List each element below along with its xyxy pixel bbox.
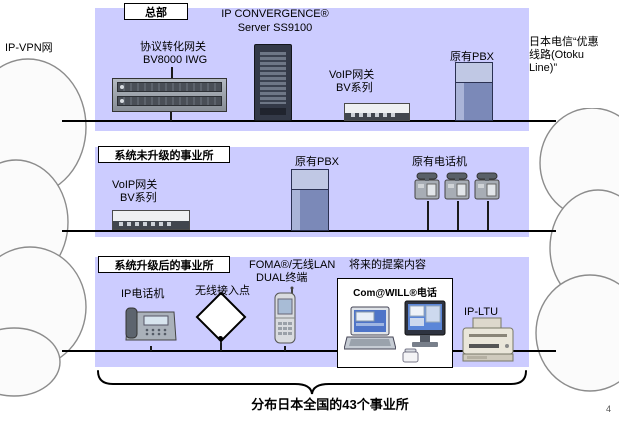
ip-phone-label: IP电话机: [121, 288, 165, 300]
hq-pbx-label: 原有PBX: [450, 51, 495, 63]
upgraded-network-line: [62, 350, 556, 352]
foma-dual-handset-icon: [274, 286, 296, 344]
legacy-voip-label-line1: VoIP网关: [112, 179, 158, 191]
legacy-pbx-cabinet-icon: [291, 169, 329, 231]
iwg-rack-server-icon: [112, 78, 227, 112]
hq-voip-label-line2: BV系列: [336, 82, 373, 94]
iwg-label-line1: 协议转化网关: [140, 41, 206, 53]
comwill-proposal-box: Com@WILL®电话: [337, 278, 453, 368]
legacy-office-title-box: 系统未升级的事业所: [98, 146, 230, 163]
ip-phone-icon: [125, 307, 177, 341]
hq-title-box: 总部: [124, 3, 188, 20]
upgraded-office-title-box: 系统升级后的事业所: [98, 256, 230, 273]
phone-connector-line: [487, 201, 489, 230]
hq-voip-gateway-icon: [344, 103, 410, 121]
wireless-ap-dot-icon: [218, 336, 223, 341]
phone-connector-line: [457, 201, 459, 230]
legacy-phones-label: 原有电话机: [412, 156, 467, 168]
otoku-line-cloud: [535, 108, 619, 392]
brace-icon: [97, 370, 527, 395]
comwill-label: Com@WILL®电话: [353, 288, 437, 299]
ip-phone-connector-line: [150, 346, 152, 351]
hq-network-line: [62, 120, 556, 122]
iwg-connector-line: [171, 67, 173, 78]
iwg-label-line2: BV8000 IWG: [143, 54, 208, 66]
foma-connector-line: [284, 346, 286, 351]
ip-vpn-label: IP-VPN网: [5, 42, 53, 54]
hq-voip-label-line1: VoIP网关: [329, 69, 375, 81]
legacy-network-line: [62, 230, 556, 232]
ip-ltu-label: IP-LTU: [464, 306, 499, 318]
legacy-voip-label-line2: BV系列: [120, 192, 157, 204]
foma-label-line2: DUAL终端: [256, 272, 308, 284]
ap-connector-line: [220, 341, 222, 351]
footer-caption: 分布日本全国的43个事业所: [251, 397, 409, 412]
ip-vpn-cloud: [0, 58, 87, 397]
legacy-pbx-label: 原有PBX: [295, 156, 340, 168]
analog-phone-icon: [414, 172, 440, 200]
server-name-line1: IP CONVERGENCE®: [221, 8, 329, 20]
legacy-voip-gateway-icon: [112, 210, 190, 230]
analog-phone-icon: [444, 172, 470, 200]
rack-connector-line: [170, 112, 172, 121]
ss9100-server-icon: [254, 44, 292, 121]
comwill-monitor-icon: [402, 300, 446, 363]
hq-pbx-cabinet-icon: [455, 62, 493, 121]
wireless-ap-label: 无线接入点: [195, 285, 250, 297]
foma-label-line1: FOMA®/无线LAN: [249, 259, 336, 271]
otoku-line-label: 日本电信“优惠线路(Otoku Line)”: [529, 36, 599, 74]
ip-ltu-device-icon: [462, 317, 514, 362]
analog-phone-icon: [474, 172, 500, 200]
comwill-laptop-icon: [344, 306, 396, 350]
future-proposal-label: 将来的提案内容: [349, 259, 426, 271]
server-name-line2: Server SS9100: [237, 22, 313, 34]
phone-connector-line: [427, 201, 429, 230]
page-number: 4: [606, 404, 612, 414]
